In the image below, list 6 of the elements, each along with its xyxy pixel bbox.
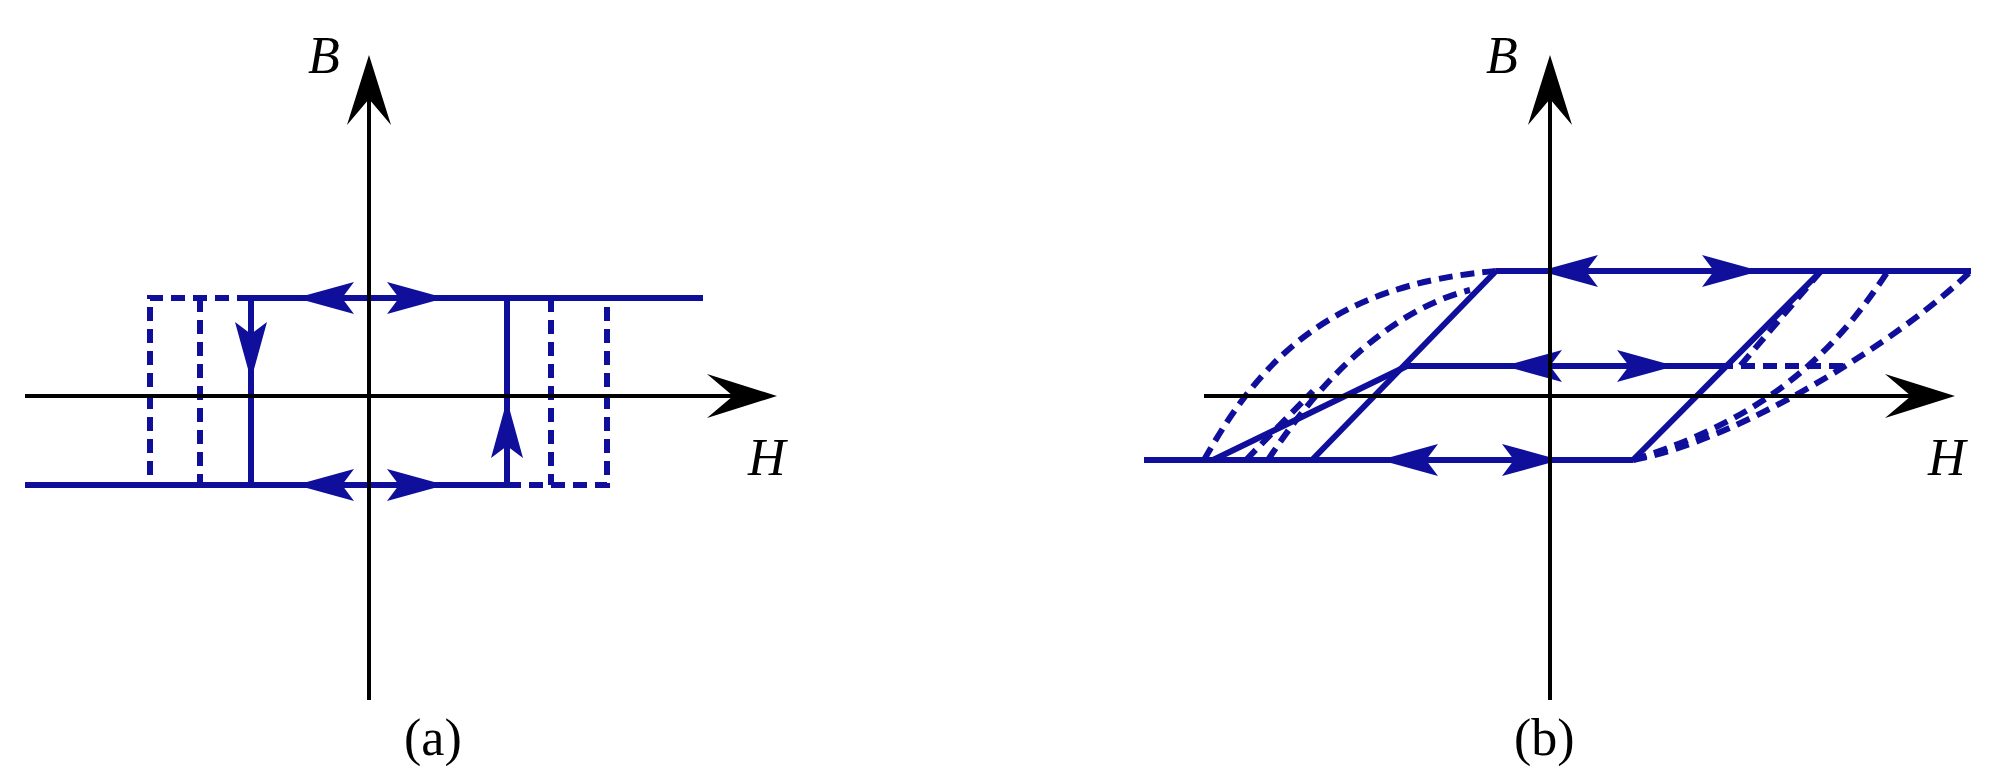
panel-label: (b) — [1514, 712, 1575, 764]
panel-label: (a) — [404, 712, 462, 764]
axis-label: H — [1928, 432, 1966, 484]
axis-label: B — [1486, 30, 1518, 82]
axis-label: H — [748, 432, 786, 484]
axis-label: B — [308, 30, 340, 82]
